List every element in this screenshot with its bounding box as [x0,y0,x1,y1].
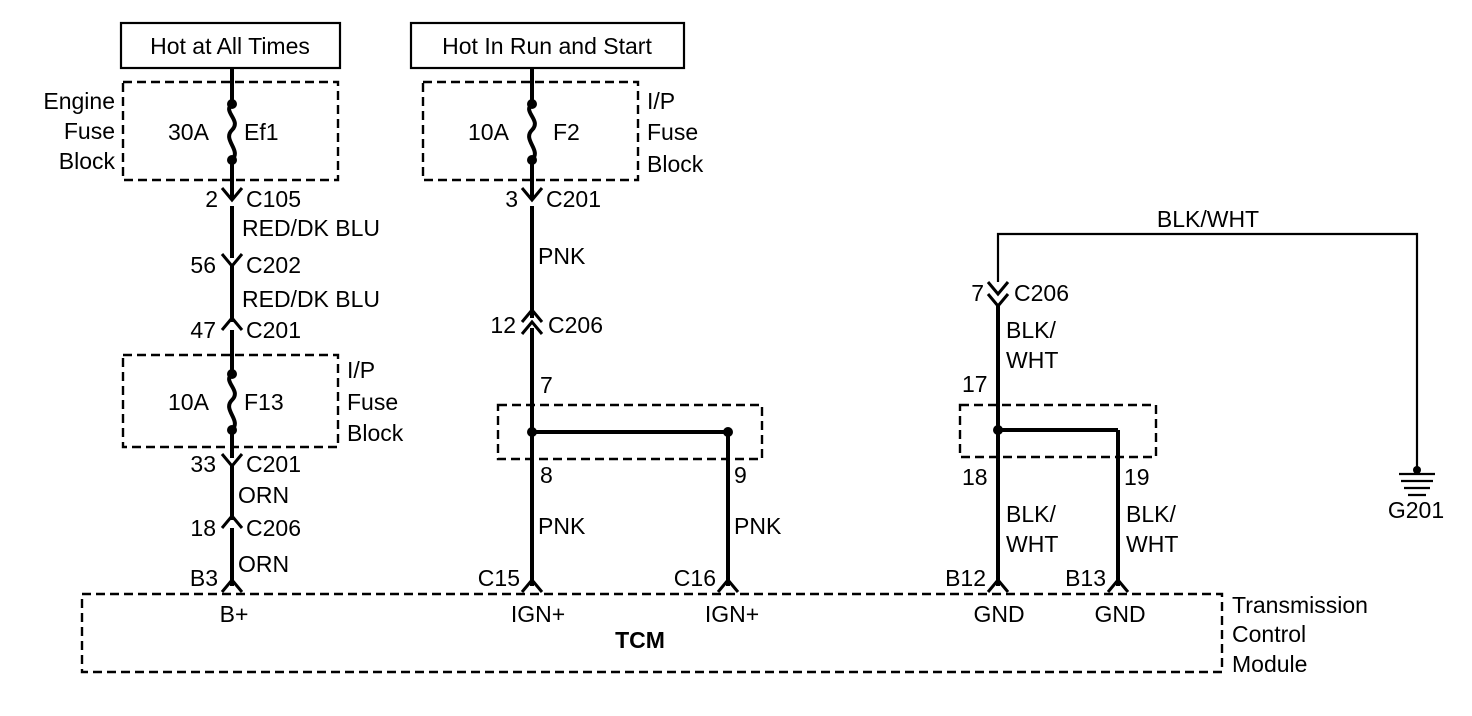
connector-c201-ign-icon [520,187,544,203]
tcm-pin-b3-label: B+ [220,601,249,627]
engine-fuse-block-label-3: Block [59,148,116,174]
tcm-label-3: Module [1232,651,1307,677]
fuse-f2-name: F2 [553,119,580,145]
c202-pin: 56 [190,252,216,278]
hot-at-all-times-label: Hot at All Times [150,33,310,59]
connector-c206-ign-icon [520,319,544,335]
c206-ign-label: C206 [548,312,603,338]
splice-pack-ign [496,403,764,461]
tcm-label-2: Control [1232,621,1306,647]
wire-pnk-2: PNK [538,513,586,539]
fuse-f13-rating: 10A [168,389,210,415]
ground-circuit: BLK/WHT 7 C206 BLK/ WHT 17 18 19 BLK/ WH… [945,206,1444,627]
fuse-f2-rating: 10A [468,119,510,145]
wire-orn-1: ORN [238,482,289,508]
ign-circuit: 10A F2 I/P Fuse Block 3 C201 PNK 12 C206… [421,68,782,627]
ip-fuse-block-f13 [121,353,340,449]
wire-blk-wht-1a: BLK/ [1006,317,1056,343]
tcm-module: TCM Transmission Control Module [80,592,1368,677]
ip-fuse-block-f2-label-3: Block [647,151,704,177]
tcm-outline [80,592,1224,674]
fuse-f2-icon [527,102,537,162]
c201-lower-pin: 33 [190,451,216,477]
wire-pnk-1: PNK [538,243,586,269]
connector-c206-b-plus-icon [220,513,244,529]
b-plus-circuit: 30A Ef1 Engine Fuse Block 2 C105 RED/DK … [43,68,404,627]
c206-gnd-label: C206 [1014,280,1069,306]
c201-upper-label: C201 [246,317,301,343]
tcm-pin-c15-icon [520,577,544,593]
tcm-name: TCM [615,627,665,653]
ip-fuse-block-f2 [421,80,640,182]
c105-label: C105 [246,186,301,212]
connector-c201-upper-icon [220,315,244,331]
tcm-pin-b12-icon [986,577,1010,593]
tcm-pin-c15-label: IGN+ [511,601,565,627]
wire-blk-wht-1b: WHT [1006,347,1058,373]
ground-g201-label: G201 [1388,497,1444,523]
c206-ign-pin: 12 [490,312,516,338]
wire-red-dk-blu-2: RED/DK BLU [242,286,380,312]
tcm-pin-b13-icon [1106,577,1130,593]
splice-ign-pin-7: 7 [540,372,553,398]
splice-gnd-pin-17: 17 [962,371,988,397]
tcm-label-1: Transmission [1232,592,1368,618]
c105-pin: 2 [205,186,218,212]
fuse-ef1-rating: 30A [168,119,210,145]
splice-gnd-pin-18: 18 [962,464,988,490]
c206-gnd-pin: 7 [971,280,984,306]
engine-fuse-block [121,80,340,182]
wire-blk-wht-2b: WHT [1006,531,1058,557]
tcm-pin-c15: C15 [478,565,520,591]
tcm-pin-b13: B13 [1065,565,1106,591]
c201-ign-pin: 3 [505,186,518,212]
engine-fuse-block-label-2: Fuse [64,118,115,144]
tcm-pin-b12-label: GND [973,601,1024,627]
hot-in-run-start-box: Hot In Run and Start [409,21,686,70]
tcm-pin-b3-icon [220,577,244,593]
fuse-ef1-name: Ef1 [244,119,279,145]
engine-fuse-block-label-1: Engine [43,88,115,114]
tcm-pin-c16-icon [716,577,740,593]
hot-at-all-times-box: Hot at All Times [119,21,342,70]
c206-b-plus-label: C206 [246,515,301,541]
ip-fuse-block-f13-label-1: I/P [347,357,375,383]
c206-b-plus-pin: 18 [190,515,216,541]
tcm-pin-c16-label: IGN+ [705,601,759,627]
wire-blk-wht-3a: BLK/ [1126,501,1176,527]
splice-ign-pin-9: 9 [734,462,747,488]
ip-fuse-block-f13-label-3: Block [347,420,404,446]
fuse-ef1-icon [227,102,237,162]
hot-in-run-start-label: Hot In Run and Start [442,33,652,59]
wire-pnk-3: PNK [734,513,782,539]
c201-upper-pin: 47 [190,317,216,343]
tcm-pin-b13-label: GND [1094,601,1145,627]
c201-ign-label: C201 [546,186,601,212]
splice-pack-gnd [958,403,1158,459]
c202-label: C202 [246,252,301,278]
ip-fuse-block-f2-label-1: I/P [647,88,675,114]
ip-fuse-block-f2-label-2: Fuse [647,119,698,145]
connector-c202-icon [220,253,244,269]
splice-ign-pin-8: 8 [540,462,553,488]
wire-blk-wht-2a: BLK/ [1006,501,1056,527]
fuse-f13-name: F13 [244,389,284,415]
ip-fuse-block-f13-label-2: Fuse [347,389,398,415]
wire-blk-wht-3b: WHT [1126,531,1178,557]
wire-orn-2: ORN [238,551,289,577]
splice-gnd-pin-19: 19 [1124,464,1150,490]
wire-blk-wht-top: BLK/WHT [1157,206,1259,232]
fuse-f13-icon [227,372,237,432]
tcm-pin-b3: B3 [190,565,218,591]
wire-red-dk-blu-1: RED/DK BLU [242,215,380,241]
connector-c201-lower-icon [220,453,244,469]
tcm-pin-c16: C16 [674,565,716,591]
ground-g201-icon [1399,466,1435,497]
connector-c206-gnd-icon [986,281,1010,297]
tcm-pin-b12: B12 [945,565,986,591]
c201-lower-label: C201 [246,451,301,477]
connector-c105-icon [220,187,244,203]
